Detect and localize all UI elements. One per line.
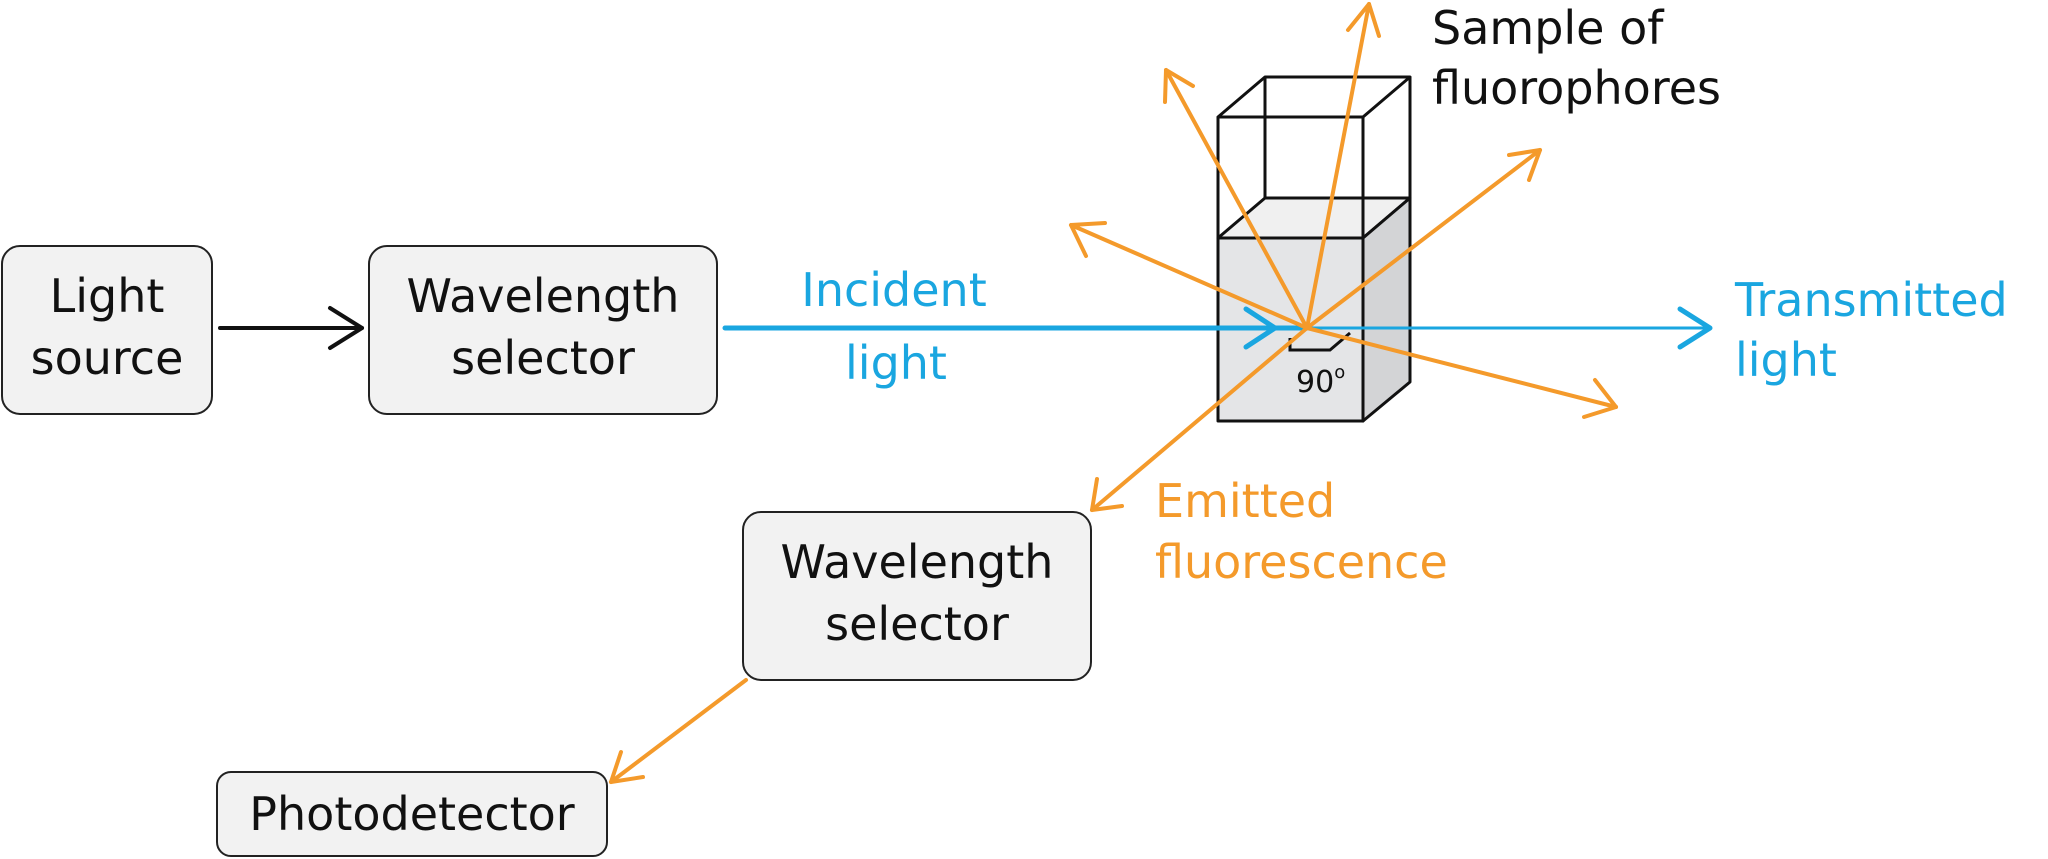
source-to-selector-arrow — [218, 306, 364, 350]
incident-light-label-line1: Incident — [801, 263, 986, 317]
light-source-label-line2: source — [31, 331, 184, 385]
sample-label-line2: fluorophores — [1432, 61, 1721, 115]
sample-label-line1: Sample of — [1432, 1, 1665, 55]
photodetector-box: Photodetector — [216, 771, 608, 857]
wavelength-selector-box-2: Wavelength selector — [742, 511, 1092, 681]
wavelength-selector-2-label-line2: selector — [825, 597, 1009, 651]
light-source-label-line1: Light — [50, 269, 165, 323]
emitted-fluorescence-rays — [609, 2, 1618, 784]
wavelength-selector-2-label-line1: Wavelength — [781, 535, 1054, 589]
angle-value-label: 90o — [1296, 362, 1345, 400]
wavelength-selector-box-1: Wavelength selector — [368, 245, 718, 415]
light-source-box: Light source — [1, 245, 213, 415]
incident-light-label-line2: light — [845, 336, 947, 390]
wavelength-selector-1-label-line1: Wavelength — [407, 269, 680, 323]
transmitted-light-label-line2: light — [1735, 333, 1837, 387]
photodetector-label: Photodetector — [249, 787, 575, 841]
emitted-fluorescence-label-line2: fluorescence — [1155, 535, 1448, 589]
transmitted-light-label-line1: Transmitted — [1734, 273, 2008, 327]
emitted-fluorescence-label-line1: Emitted — [1155, 474, 1335, 528]
wavelength-selector-1-label-line2: selector — [451, 331, 635, 385]
